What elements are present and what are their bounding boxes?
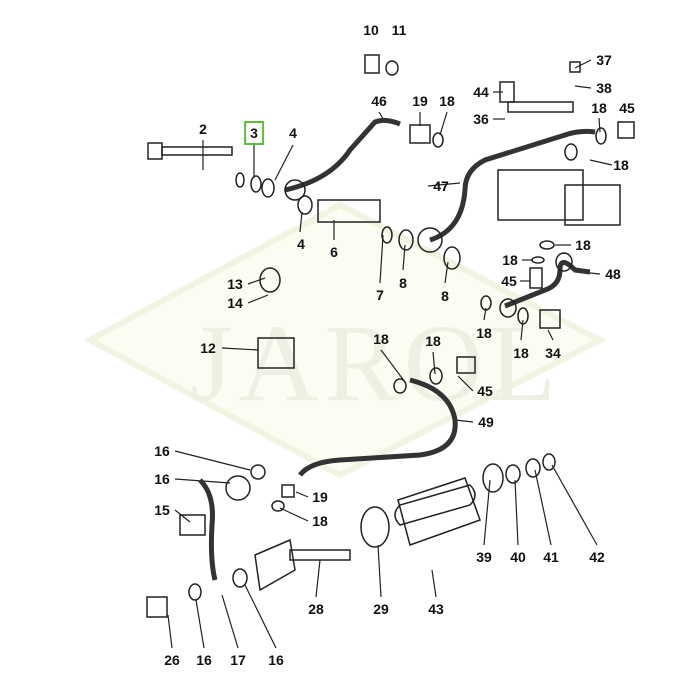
part-label: 10	[363, 22, 379, 38]
part-label: 4	[297, 236, 305, 252]
part-label: 15	[154, 502, 170, 518]
fittings	[146, 54, 635, 618]
part-label-highlighted[interactable]: 3	[244, 121, 264, 145]
part-label: 41	[543, 549, 559, 565]
part-label: 48	[605, 266, 621, 282]
part-label: 11	[391, 22, 407, 38]
part-label: 18	[373, 331, 389, 347]
part-label: 6	[330, 244, 338, 260]
part-label: 18	[476, 325, 492, 341]
part-label: 12	[200, 340, 216, 356]
part-label: 36	[473, 111, 489, 127]
part-label: 44	[473, 84, 489, 100]
pipes	[198, 117, 596, 581]
part-label: 18	[439, 93, 455, 109]
part-label: 16	[154, 443, 170, 459]
part-label: 18	[613, 157, 629, 173]
part-label: 18	[502, 252, 518, 268]
part-label: 39	[476, 549, 492, 565]
part-label: 18	[425, 333, 441, 349]
washers	[188, 60, 607, 601]
part-label: 16	[268, 652, 284, 668]
leader-lines	[167, 59, 613, 649]
part-label: 18	[513, 345, 529, 361]
part-label: 18	[575, 237, 591, 253]
part-label: 29	[373, 601, 389, 617]
part-label: 19	[412, 93, 428, 109]
part-label: 19	[312, 489, 328, 505]
part-label: 16	[154, 471, 170, 487]
part-label: 13	[227, 276, 243, 292]
part-label: 45	[477, 383, 493, 399]
watermark: JAROL	[190, 302, 563, 424]
part-label: 46	[371, 93, 387, 109]
part-label: 17	[230, 652, 246, 668]
part-label: 14	[227, 295, 243, 311]
part-label: 42	[589, 549, 605, 565]
part-label: 28	[308, 601, 324, 617]
part-label: 34	[545, 345, 561, 361]
part-label: 2	[199, 121, 207, 137]
part-label: 49	[478, 414, 494, 430]
part-label: 38	[596, 80, 612, 96]
part-label: 4	[289, 125, 297, 141]
part-label: 26	[164, 652, 180, 668]
part-label: 37	[596, 52, 612, 68]
part-label: 7	[376, 287, 384, 303]
part-label: 40	[510, 549, 526, 565]
part-label: 16	[196, 652, 212, 668]
part-label: 8	[399, 275, 407, 291]
bolt-2	[147, 142, 233, 160]
part-label: 8	[441, 288, 449, 304]
part-label: 45	[501, 273, 517, 289]
part-label: 18	[312, 513, 328, 529]
part-label: 43	[428, 601, 444, 617]
part-label: 45	[619, 100, 635, 116]
part-label: 47	[433, 178, 449, 194]
part-label: 18	[591, 100, 607, 116]
